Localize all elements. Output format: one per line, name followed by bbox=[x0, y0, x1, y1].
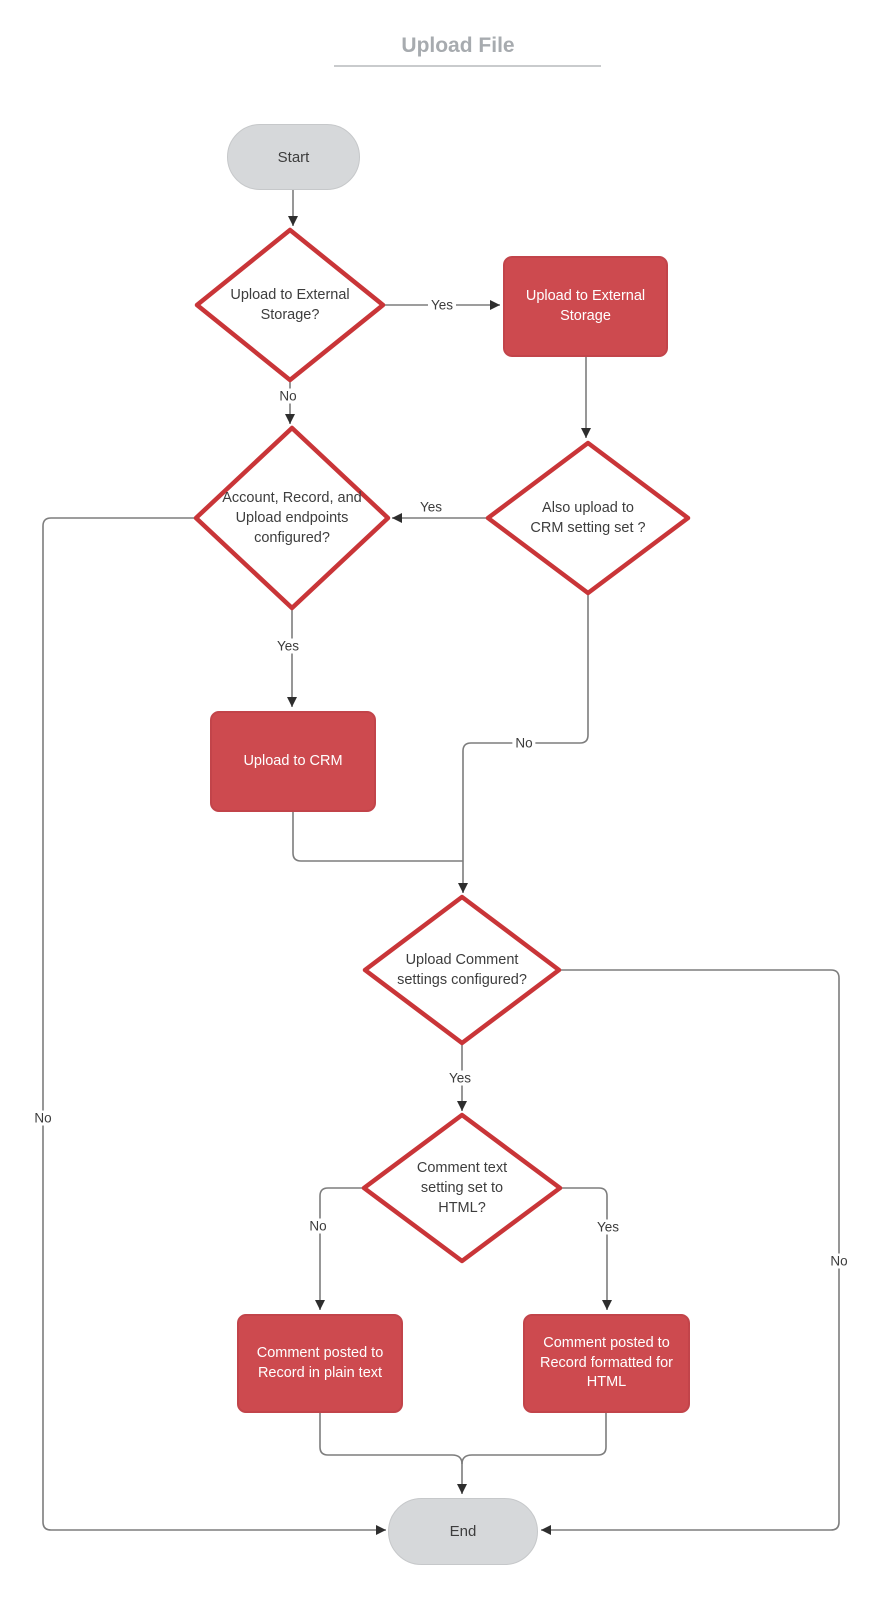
edge-endpoints-no-to-end bbox=[42, 517, 386, 1535]
page-title: Upload File bbox=[401, 34, 515, 57]
end-label: End bbox=[449, 1523, 477, 1540]
process-html-node[interactable]: Comment posted to Record formatted for H… bbox=[523, 1314, 690, 1413]
start-node[interactable]: Start bbox=[227, 124, 360, 190]
process-upload-external-label: Upload to External Storage bbox=[525, 287, 646, 324]
edge-commentsettings-no-to-end bbox=[541, 969, 840, 1535]
edge-commenthtml-no bbox=[315, 1187, 364, 1310]
decision-comment-html-shape[interactable] bbox=[361, 1112, 563, 1264]
process-upload-crm-node[interactable]: Upload to CRM bbox=[210, 711, 376, 812]
decision-endpoints-label: Account, Record, and Upload endpoints co… bbox=[222, 490, 362, 546]
process-plain-text-node[interactable]: Comment posted to Record in plain text bbox=[237, 1314, 403, 1413]
edge-label-comment-html-no: No bbox=[306, 1218, 330, 1234]
decision-also-crm-label: Also upload to CRM setting set ? bbox=[530, 500, 646, 536]
edge-label-comment-settings-no: No bbox=[827, 1253, 851, 1269]
connectors bbox=[42, 190, 840, 1535]
decision-shapes bbox=[193, 227, 691, 1264]
edge-label-alsocrm-yes: Yes bbox=[416, 499, 446, 515]
decision-also-crm-shape[interactable] bbox=[485, 440, 691, 596]
edge-uploadcrm-to-commentsettings bbox=[292, 812, 463, 862]
process-plain-text-label: Comment posted to Record in plain text bbox=[256, 1344, 384, 1381]
edge-label-endpoints-yes: Yes bbox=[273, 638, 303, 654]
process-upload-external-node[interactable]: Upload to External Storage bbox=[503, 256, 668, 357]
decision-external-storage-label: Upload to External Storage? bbox=[230, 287, 350, 323]
decision-comment-html-label: Comment text setting set to HTML? bbox=[416, 1160, 508, 1216]
edge-label-endpoints-no: No bbox=[31, 1110, 55, 1126]
title-underline bbox=[334, 65, 601, 67]
end-node[interactable]: End bbox=[388, 1498, 538, 1565]
decision-external-storage-shape[interactable] bbox=[194, 227, 386, 383]
start-label: Start bbox=[277, 148, 310, 166]
edge-label-comment-settings-yes: Yes bbox=[445, 1070, 475, 1086]
edge-label-external-no: No bbox=[276, 388, 300, 404]
edge-label-external-yes: Yes bbox=[427, 297, 457, 313]
edge-label-alsocrm-no: No bbox=[512, 735, 536, 751]
decision-comment-settings-shape[interactable] bbox=[362, 894, 562, 1046]
edge-plaintext-to-end bbox=[319, 1413, 467, 1494]
edge-label-comment-html-yes: Yes bbox=[593, 1219, 623, 1235]
edge-commenthtml-yes bbox=[560, 1187, 612, 1310]
edge-htmlbox-to-end bbox=[461, 1413, 607, 1465]
process-upload-crm-label: Upload to CRM bbox=[243, 752, 343, 769]
decision-endpoints-shape[interactable] bbox=[193, 425, 391, 611]
decision-comment-settings-label: Upload Comment settings configured? bbox=[397, 952, 527, 988]
process-html-label: Comment posted to Record formatted for H… bbox=[540, 1335, 673, 1391]
